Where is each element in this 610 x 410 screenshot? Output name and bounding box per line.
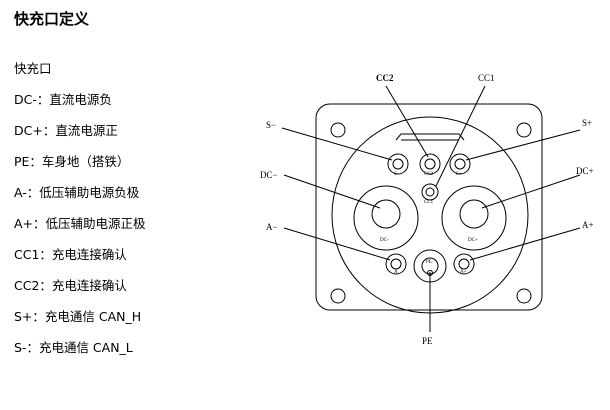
label-cc1: CC1 <box>478 73 495 83</box>
pin-s-plus <box>449 153 471 175</box>
pin-mark-dc-plus: DC+ <box>468 238 478 243</box>
leader-line-dc-plus <box>481 174 581 209</box>
mounting-hole-icon <box>330 288 346 304</box>
list-item: S-：充电通信 CAN_L <box>14 340 133 355</box>
pin-mark-a-plus: A+ <box>460 270 467 275</box>
pin-mark-s-plus: S+ <box>456 172 462 177</box>
leader-line-a-plus <box>469 227 581 261</box>
pin-cc1 <box>421 183 439 201</box>
pin-mark-s-minus: S- <box>394 172 399 177</box>
list-item: A-：低压辅助电源负极 <box>14 185 140 200</box>
leader-line-cc2 <box>385 85 429 158</box>
label-dc-plus: DC+ <box>576 166 594 176</box>
pin-mark-pe: PE <box>426 260 432 265</box>
leader-line-cc1 <box>435 85 486 187</box>
label-a-minus: A− <box>266 222 278 232</box>
pin-a-minus <box>385 253 407 275</box>
pin-dc-plus <box>441 185 507 251</box>
label-s-minus: S− <box>266 120 276 130</box>
pin-cc2 <box>419 153 441 175</box>
pin-a-plus <box>453 253 475 275</box>
list-item: S+：充电通信 CAN_H <box>14 309 142 324</box>
charging-port-diagram: CC2 CC1 S− S+ DC− DC+ A− A+ PE S- CC2 S+… <box>260 73 594 346</box>
pin-mark-a-minus: A <box>394 270 398 275</box>
pin-mark-cc1: CC1 <box>424 200 434 205</box>
label-cc2: CC2 <box>376 73 394 83</box>
label-a-plus: A+ <box>582 220 594 230</box>
list-item: PE：车身地（搭铁） <box>14 154 130 169</box>
leader-line-a-minus <box>283 227 391 261</box>
label-dc-minus: DC− <box>260 170 278 180</box>
list-item: A+：低压辅助电源正极 <box>14 216 146 231</box>
list-item: DC-：直流电源负 <box>14 92 112 107</box>
pin-dc-minus <box>353 185 419 251</box>
list-item: 快充口 <box>14 61 52 76</box>
label-pe: PE <box>422 336 433 346</box>
pin-mark-dc-minus: DC- <box>380 238 389 243</box>
leader-line-s-plus <box>465 129 581 161</box>
list-item: DC+：直流电源正 <box>14 123 118 138</box>
list-item: CC1：充电连接确认 <box>14 247 127 262</box>
pin-definition-list: 快充口 DC-：直流电源负 DC+：直流电源正 PE：车身地（搭铁） A-：低压… <box>14 60 146 370</box>
label-s-plus: S+ <box>582 118 592 128</box>
mounting-hole-icon <box>516 288 532 304</box>
connector-flange <box>315 103 543 311</box>
pin-s-minus <box>387 153 409 175</box>
page-title: 快充口定义 <box>14 10 90 28</box>
mounting-hole-icon <box>516 122 532 138</box>
leader-line-dc-minus <box>283 174 381 209</box>
mounting-hole-icon <box>330 122 346 138</box>
pin-mark-cc2: CC2 <box>424 172 434 177</box>
leader-line-s-minus <box>281 127 393 161</box>
key-notch <box>395 133 465 141</box>
list-item: CC2：充电连接确认 <box>14 278 127 293</box>
